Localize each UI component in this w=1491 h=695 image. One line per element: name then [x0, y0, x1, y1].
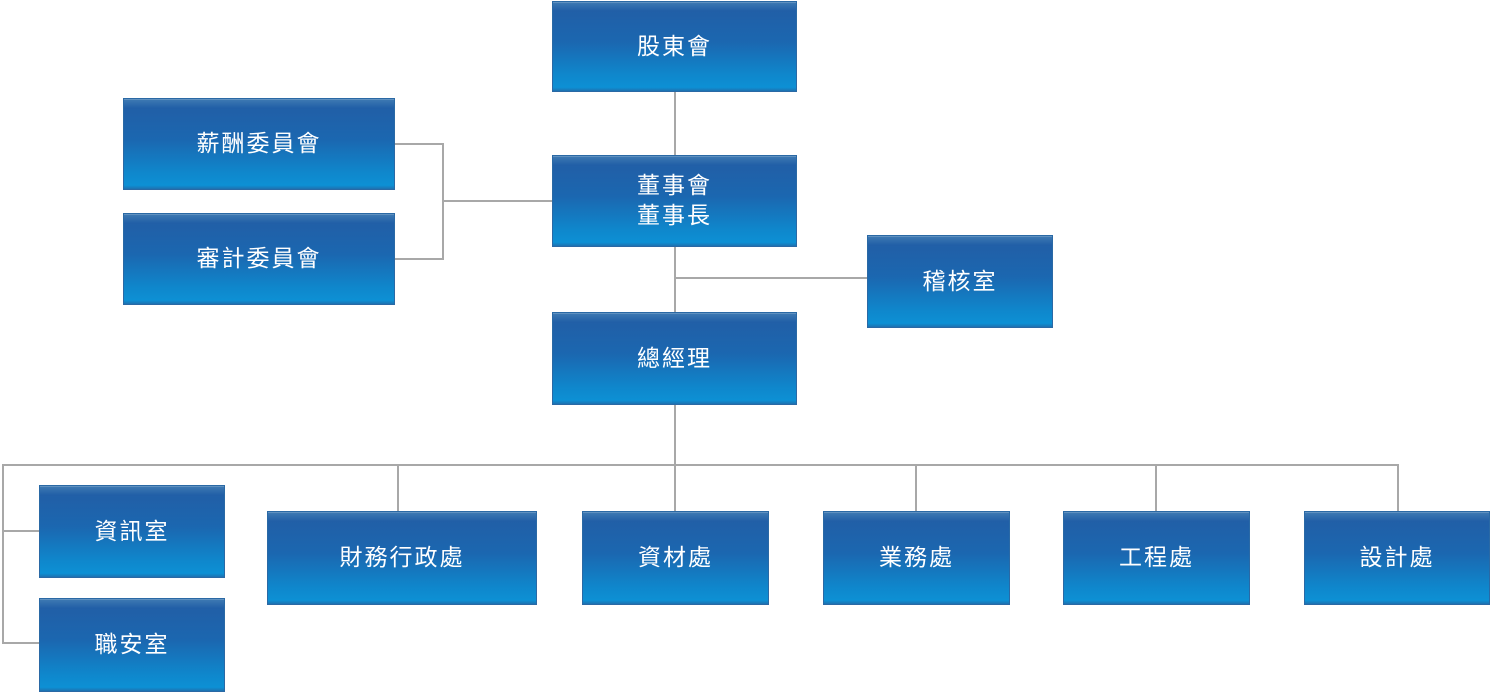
org-node-design-division: 設計處	[1304, 511, 1490, 605]
node-label: 財務行政處	[339, 544, 465, 571]
node-label: 職安室	[94, 631, 170, 658]
org-node-information-office: 資訊室	[39, 485, 225, 578]
connector-general-manager-drop	[674, 405, 676, 511]
org-node-materials-division: 資材處	[582, 511, 769, 605]
connector-finance-drop	[397, 466, 399, 511]
org-node-general-manager: 總經理	[552, 312, 797, 405]
connector-compensation-branch	[395, 143, 444, 145]
org-node-board-of-directors: 董事會 董事長	[552, 155, 797, 247]
node-label: 業務處	[879, 544, 954, 571]
connector-committees-vertical	[442, 143, 444, 260]
node-label: 資訊室	[94, 517, 170, 544]
node-label: 資材處	[638, 544, 713, 571]
org-node-sales-division: 業務處	[823, 511, 1010, 605]
node-label-line2: 董事長	[637, 202, 712, 228]
org-node-shareholders-meeting: 股東會	[552, 1, 797, 92]
org-node-compensation-committee: 薪酬委員會	[123, 98, 395, 190]
node-label-line1: 董事會	[637, 172, 712, 199]
connector-board-general-manager	[674, 247, 676, 312]
node-label: 薪酬委員會	[196, 130, 322, 157]
connector-audit-committee-branch	[395, 258, 444, 260]
connector-sales-drop	[915, 466, 917, 511]
node-label: 工程處	[1119, 544, 1194, 571]
node-label: 總經理	[637, 344, 712, 371]
node-label: 稽核室	[922, 267, 998, 294]
connector-committees-board	[444, 200, 552, 202]
connector-information-office-branch	[4, 530, 39, 532]
org-node-engineering-division: 工程處	[1063, 511, 1250, 605]
org-node-audit-office: 稽核室	[867, 235, 1053, 328]
connector-left-vertical	[2, 464, 4, 644]
node-label: 股東會	[637, 32, 712, 59]
org-node-audit-committee: 審計委員會	[123, 213, 395, 305]
connector-shareholders-board	[674, 92, 676, 155]
org-node-occupational-safety-office: 職安室	[39, 598, 225, 692]
connector-safety-office-branch	[4, 642, 39, 644]
node-label: 審計委員會	[196, 245, 322, 272]
connector-design-drop	[1397, 464, 1399, 511]
connector-audit-office-branch	[676, 277, 867, 279]
connector-main-horizontal	[2, 464, 1399, 466]
node-label: 設計處	[1359, 544, 1435, 571]
connector-engineering-drop	[1155, 466, 1157, 511]
org-node-finance-administration-division: 財務行政處	[267, 511, 537, 605]
